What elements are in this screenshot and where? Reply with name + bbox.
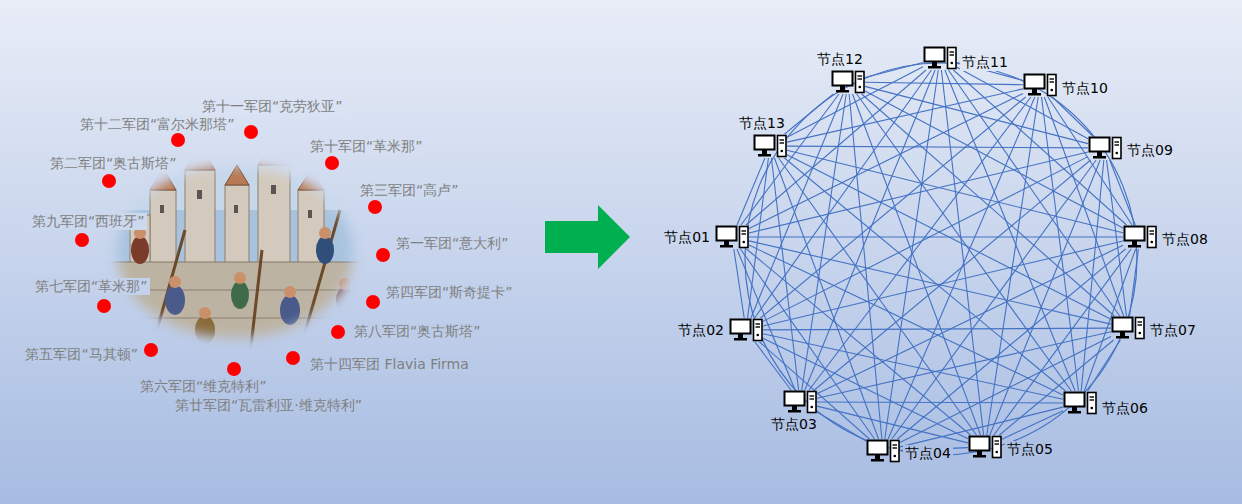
network-link — [763, 157, 1088, 322]
computer-icon — [783, 390, 817, 414]
network-link — [787, 150, 1123, 233]
computer-icon — [1063, 391, 1097, 415]
network-link — [1088, 340, 1121, 391]
legion-label: 第二军团“奥古斯塔” — [48, 155, 179, 172]
network-ring — [745, 63, 1137, 455]
computer-node: 节点08 — [1123, 225, 1157, 249]
computer-icon — [715, 225, 749, 249]
network-link — [755, 70, 932, 318]
network-link — [941, 70, 983, 435]
node-label: 节点06 — [1100, 400, 1150, 417]
network-link — [787, 89, 1023, 142]
network-link — [865, 91, 1123, 228]
network-link — [746, 249, 970, 435]
computer-icon — [753, 134, 787, 158]
computer-node: 节点05 — [968, 435, 1002, 459]
legion-label: 第七军团“革米那” — [33, 278, 150, 295]
node-label: 节点04 — [903, 445, 953, 462]
network-link — [945, 70, 1075, 391]
node-label: 节点09 — [1125, 142, 1175, 159]
network-link — [802, 94, 846, 390]
network-link — [746, 70, 926, 225]
node-label: 节点13 — [737, 115, 787, 132]
network-link — [748, 158, 769, 318]
network-link — [787, 67, 923, 137]
network-link — [857, 94, 1072, 391]
network-link — [1110, 160, 1136, 225]
network-link — [817, 332, 1111, 398]
computer-node: 节点13 — [753, 134, 787, 158]
node-label: 节点02 — [676, 322, 726, 339]
computer-node: 节点10 — [1023, 73, 1057, 97]
legion-label: 第十军团“革米那” — [308, 138, 425, 155]
node-label: 节点12 — [815, 51, 865, 68]
computer-icon — [831, 70, 865, 94]
network-link — [1130, 249, 1139, 316]
computer-node: 节点06 — [1063, 391, 1097, 415]
computer-icon — [1088, 136, 1122, 160]
computer-node: 节点01 — [715, 225, 749, 249]
legion-label: 第五军团“马其顿” — [23, 346, 140, 363]
network-link — [849, 94, 882, 439]
network-link — [999, 340, 1113, 435]
legion-label: 第十一军团“克劳狄亚” — [200, 98, 345, 115]
network-link — [888, 97, 1035, 439]
network-link — [957, 67, 1088, 138]
computer-node: 节点03 — [783, 390, 817, 414]
computer-icon — [1123, 225, 1157, 249]
network-link — [771, 158, 798, 390]
computer-icon — [729, 318, 763, 342]
network-link — [1044, 97, 1123, 316]
computer-node: 节点02 — [729, 318, 763, 342]
legion-label: 第四军团“斯奇提卡” — [384, 284, 515, 301]
legion-label: 第廿军团“瓦雷利亚·维克特利” — [173, 397, 364, 414]
node-label: 节点01 — [662, 229, 712, 246]
network-link — [779, 158, 977, 435]
node-label: 节点07 — [1148, 322, 1198, 339]
network-link — [763, 328, 1111, 330]
network-link — [763, 334, 1063, 400]
computer-node: 节点11 — [923, 46, 957, 70]
siege-illustration — [100, 140, 370, 362]
computer-node: 节点12 — [831, 70, 865, 94]
node-label: 节点11 — [960, 54, 1010, 71]
network-link — [749, 152, 1088, 233]
network-link — [774, 158, 878, 439]
computer-node: 节点09 — [1088, 136, 1122, 160]
network-link — [865, 62, 923, 77]
node-label: 节点03 — [769, 416, 819, 433]
legion-label: 第三军团“高卢” — [358, 182, 461, 199]
network-link — [853, 94, 981, 435]
network-link — [734, 249, 744, 318]
network-link — [787, 155, 1111, 320]
network-link — [787, 146, 1088, 148]
legion-label: 第十二军团“富尔米那塔” — [78, 116, 237, 133]
legion-label: 第十四军团 Flavia Firma — [308, 356, 471, 373]
network-link — [1084, 249, 1135, 391]
computer-icon — [1023, 73, 1057, 97]
computer-icon — [968, 435, 1002, 459]
network-link — [892, 160, 1096, 439]
computer-node: 节点04 — [866, 439, 900, 463]
legion-label: 第九军团“西班牙” — [30, 213, 147, 230]
node-label: 节点08 — [1160, 231, 1210, 248]
network-link — [990, 160, 1100, 435]
network-link — [862, 94, 1115, 316]
computer-icon — [1111, 316, 1145, 340]
computer-icon — [866, 439, 900, 463]
node-label: 节点05 — [1005, 441, 1055, 458]
network-link — [1107, 160, 1127, 316]
node-label: 节点10 — [1060, 80, 1110, 97]
transition-arrow — [545, 205, 630, 269]
legion-label: 第一军团“意大利” — [394, 235, 511, 252]
legion-label: 第六军团“维克特利” — [138, 378, 269, 395]
network-link — [785, 94, 834, 134]
legion-label: 第八军团“奥古斯塔” — [352, 323, 483, 340]
network-link — [900, 337, 1111, 443]
network-link — [749, 236, 1123, 237]
computer-icon — [923, 46, 957, 70]
network-link — [1048, 97, 1132, 225]
computer-node: 节点07 — [1111, 316, 1145, 340]
